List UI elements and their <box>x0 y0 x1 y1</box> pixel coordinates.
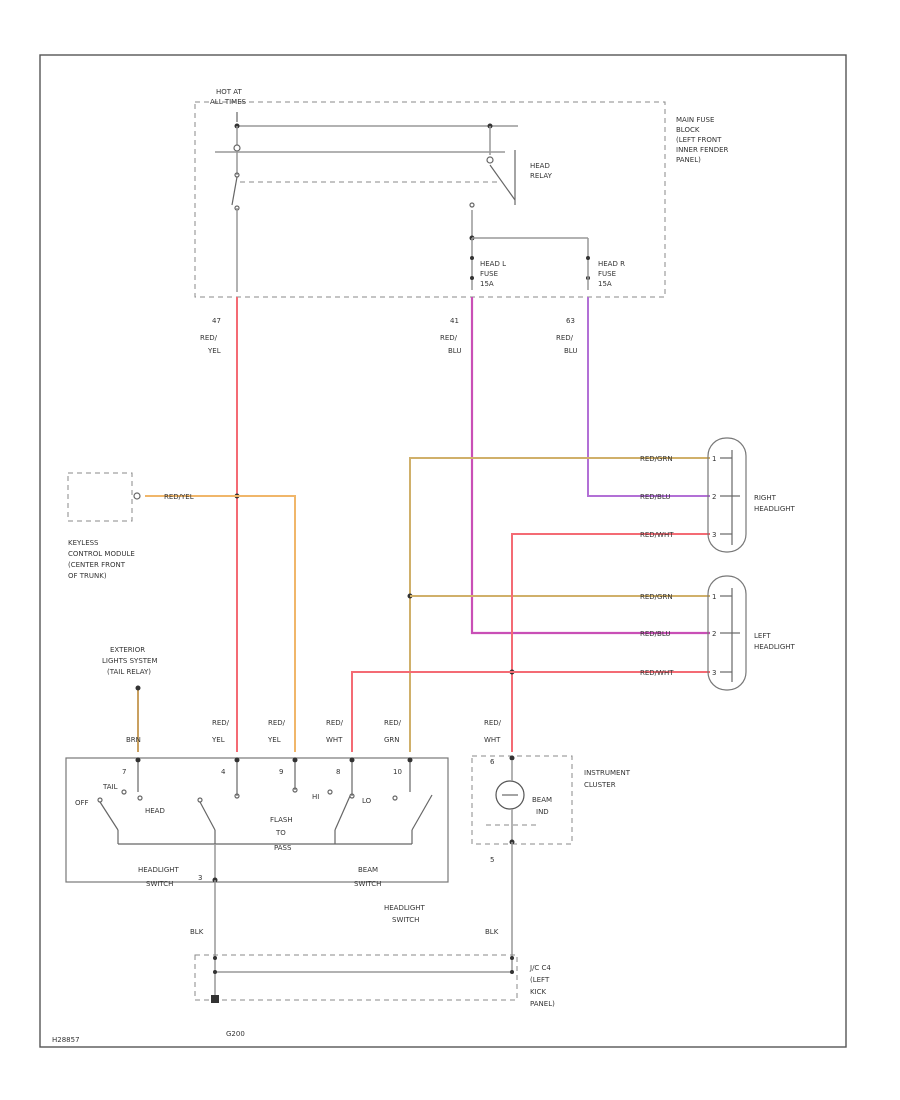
all-times-label: ALL TIMES <box>210 98 247 106</box>
lh-wire-1-label: RED/GRN <box>640 593 673 601</box>
switch-lo-label: LO <box>362 797 372 805</box>
instrument-cluster: 6 BEAM IND INSTRUMENT CLUSTER 5 <box>471 755 632 864</box>
sw-pin-8: 8 <box>336 768 340 776</box>
blk-left-label: BLK <box>190 928 204 936</box>
right-headlight: 1 2 3 RED/GRN RED/BLU RED/WHT RIGHT HEAD… <box>640 437 796 553</box>
sw-pin-4: 4 <box>221 768 226 776</box>
switch-tail-label: TAIL <box>102 783 118 791</box>
left-headlight-pin-1: 1 <box>712 593 716 601</box>
ground-g200-label: G200 <box>226 1030 245 1038</box>
left-headlight-label: LEFT HEADLIGHT <box>754 632 796 651</box>
cluster-pin-a: 6 <box>490 758 495 766</box>
keyless-module-label: KEYLESS CONTROL MODULE (CENTER FRONT OF … <box>68 539 137 580</box>
lh-wire-3-label: RED/WHT <box>640 669 674 677</box>
wire-label-41: 41 RED/ BLU <box>440 317 461 355</box>
left-headlight-pin-3: 3 <box>712 669 716 677</box>
beam-switch-label: BEAM SWITCH <box>354 866 381 888</box>
sw-pin-10: 10 <box>393 768 402 776</box>
sw-brn-label: BRN <box>126 736 141 744</box>
rh-wire-3-label: RED/WHT <box>640 531 674 539</box>
head-relay-label: HEAD RELAY <box>530 162 553 180</box>
right-headlight-label: RIGHT HEADLIGHT <box>754 494 796 513</box>
cluster-pin-b: 5 <box>490 856 494 864</box>
keyless-control-module: RED/YEL KEYLESS CONTROL MODULE (CENTER F… <box>67 472 194 580</box>
rh-wire-1-label: RED/GRN <box>640 455 673 463</box>
beam-ind-label: BEAM IND <box>532 796 554 816</box>
footer-code: H28857 <box>52 1036 80 1044</box>
cl-red-wht-label: RED/ WHT <box>484 719 503 744</box>
headlight-switch: 7 4 9 8 10 OFF TAIL HEAD HI LO FLASH TO … <box>65 757 449 888</box>
right-headlight-pin-1: 1 <box>712 455 716 463</box>
sw-red-yel-2-label: RED/ YEL <box>267 719 287 744</box>
sw-pin-3: 3 <box>198 874 202 882</box>
sw-red-wht-label: RED/ WHT <box>326 719 345 744</box>
lh-wire-2-label: RED/BLU <box>640 630 671 638</box>
sw-pin-7: 7 <box>122 768 126 776</box>
right-headlight-pin-2: 2 <box>712 493 716 501</box>
exterior-lights-label: EXTERIOR LIGHTS SYSTEM (TAIL RELAY) <box>102 646 160 676</box>
blk-right-label: BLK <box>485 928 499 936</box>
head-l-fuse-label: HEAD L FUSE 15A <box>480 260 508 288</box>
diagram-border <box>39 54 847 1048</box>
rh-wire-2-label: RED/BLU <box>640 493 671 501</box>
left-headlight-pin-2: 2 <box>712 630 716 638</box>
ground-junction: BLK BLK G200 J/C C4 (LEFT KICK PANEL) <box>190 842 555 1038</box>
right-headlight-pin-3: 3 <box>712 531 716 539</box>
switch-off-label: OFF <box>75 799 89 807</box>
left-headlight: 1 2 3 RED/GRN RED/BLU RED/WHT LEFT HEADL… <box>640 575 796 691</box>
wire-label-47: 47 RED/ YEL <box>200 317 223 355</box>
hot-at-label: HOT AT <box>216 88 243 96</box>
main-fuse-block-label: MAIN FUSE BLOCK (LEFT FRONT INNER FENDER… <box>676 116 731 164</box>
colored-wires <box>137 297 710 752</box>
sw-red-yel-1-label: RED/ YEL <box>211 719 231 744</box>
sw-red-grn-label: RED/ GRN <box>384 719 403 744</box>
instrument-cluster-label: INSTRUMENT CLUSTER <box>584 769 632 789</box>
j-c-c4-label: J/C C4 (LEFT KICK PANEL) <box>529 964 555 1008</box>
keyless-wire-label: RED/YEL <box>164 493 194 501</box>
main-fuse-block: HOT AT ALL TIMES MAIN FUSE BLOCK (LEFT F… <box>194 88 731 298</box>
head-r-fuse-label: HEAD R FUSE 15A <box>598 260 627 288</box>
switch-head-label: HEAD <box>145 807 165 815</box>
exterior-lights-system: EXTERIOR LIGHTS SYSTEM (TAIL RELAY) <box>102 646 160 691</box>
headlight-switch-label: HEADLIGHT SWITCH <box>384 904 427 924</box>
sw-pin-9: 9 <box>279 768 283 776</box>
flash-to-pass-label: FLASH TO PASS <box>270 816 295 852</box>
switch-hi-label: HI <box>312 793 319 801</box>
headlight-switch-inner-label: HEADLIGHT SWITCH <box>138 866 181 888</box>
wire-label-63: 63 RED/ BLU <box>556 317 577 355</box>
